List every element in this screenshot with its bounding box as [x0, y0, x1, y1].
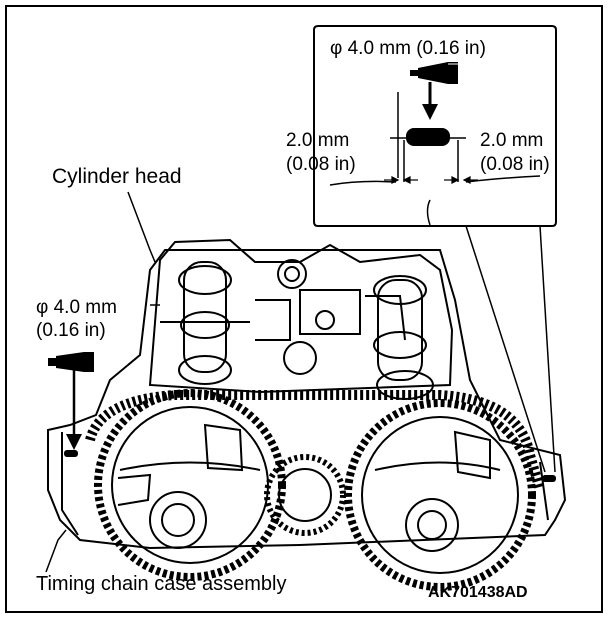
- arrow-down-icon: [66, 434, 82, 450]
- sealant-tube-icon: [48, 352, 94, 372]
- dim-right-in-label: (0.08 in): [480, 154, 550, 175]
- timing-chain-case-outline: [47, 249, 567, 550]
- figure-code: AK701438AD: [428, 584, 528, 601]
- engine-illustration: [47, 238, 567, 591]
- sealant-mark-right: [542, 475, 556, 482]
- detail-callout: [313, 25, 557, 473]
- timing-chain-case-leader: [45, 529, 67, 573]
- left-diameter-in-label: (0.16 in): [36, 320, 106, 341]
- timing-chain-case-label: Timing chain case assembly: [36, 573, 286, 595]
- dim-right-mm-label: 2.0 mm: [480, 130, 543, 151]
- arrow-down-icon: [422, 82, 438, 120]
- left-diameter-mm-label: φ 4.0 mm: [36, 297, 117, 318]
- dimension-arrows: [384, 176, 478, 184]
- sealant-bead: [406, 128, 450, 146]
- center-sprocket: [278, 468, 332, 522]
- callout-frame: [313, 25, 557, 227]
- callout-diameter-label: φ 4.0 mm (0.16 in): [330, 38, 486, 59]
- callout-leader-b: [539, 225, 556, 473]
- right-camshaft: [373, 275, 434, 400]
- cylinder-head-body: [148, 238, 454, 394]
- left-sealant-indicator: [48, 304, 160, 450]
- cylinder-head-leader: [127, 191, 156, 263]
- dim-left-mm-label: 2.0 mm: [286, 130, 349, 151]
- callout-leader-a: [465, 225, 546, 473]
- right-sprocket: [344, 399, 536, 591]
- timing-chain: [85, 390, 545, 492]
- figure-border: [5, 5, 603, 613]
- sealant-tube-icon: [410, 62, 458, 84]
- sealant-mark-left: [64, 450, 78, 457]
- cylinder-head-label: Cylinder head: [52, 165, 182, 188]
- dim-left-in-label: (0.08 in): [286, 154, 356, 175]
- left-camshaft: [160, 261, 250, 385]
- left-sprocket: [94, 389, 286, 581]
